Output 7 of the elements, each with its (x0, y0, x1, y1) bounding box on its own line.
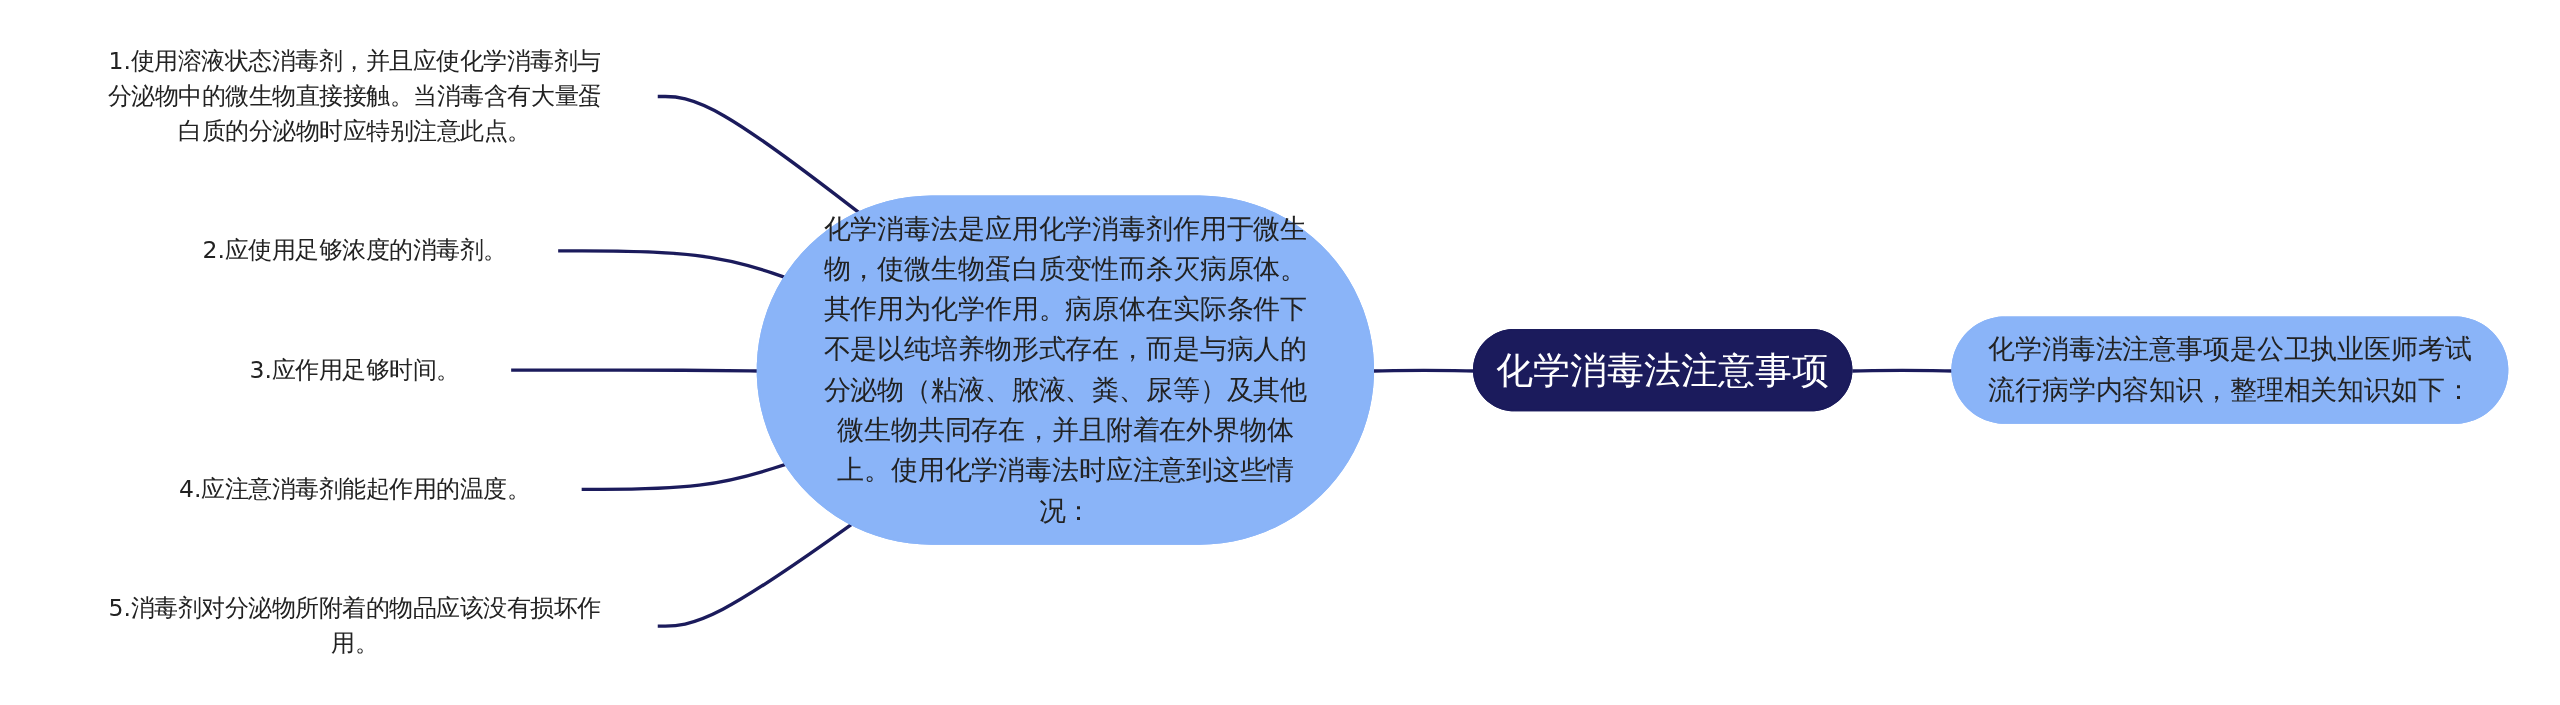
node-text: 5.消毒剂对分泌物所附着的物品应该没有损坏作用。 (108, 594, 601, 657)
node-text: 2.应使用足够浓度的消毒剂。 (202, 236, 507, 264)
connector (656, 523, 853, 628)
node-text: 4.应注意消毒剂能起作用的温度。 (179, 475, 531, 502)
node-text: 1.使用溶液状态消毒剂，并且应使化学消毒剂与分泌物中的微生物直接接触。当消毒含有大量蛋白质的分泌物时应特别注意此点。 (107, 46, 602, 145)
node-text: 3.应作用足够时间。 (249, 355, 460, 383)
connector (656, 94, 861, 215)
